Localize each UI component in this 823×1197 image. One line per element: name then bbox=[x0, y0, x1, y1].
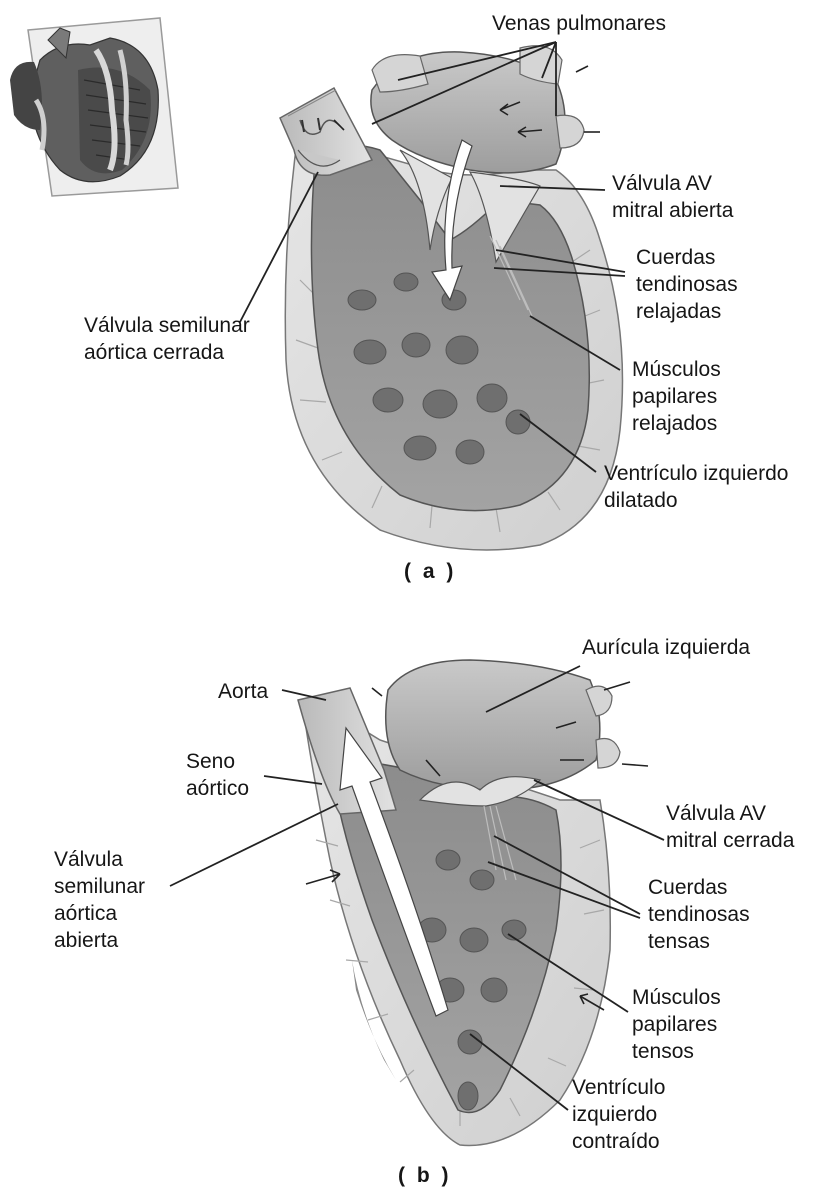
label-line: mitral abierta bbox=[612, 197, 733, 224]
label-line: tendinosas bbox=[648, 901, 750, 928]
label-line: tensas bbox=[648, 928, 750, 955]
label-line: papilares bbox=[632, 1011, 721, 1038]
label-line: abierta bbox=[54, 927, 145, 954]
label-line: relajados bbox=[632, 410, 721, 437]
label-auricula-izquierda: Aurícula izquierda bbox=[582, 634, 750, 661]
label-valvula-av-mitral-abierta: Válvula AV mitral abierta bbox=[612, 170, 733, 224]
label-line: Válvula bbox=[54, 846, 145, 873]
label-cuerdas-tendinosas-tensas: Cuerdas tendinosas tensas bbox=[648, 874, 750, 955]
label-line: Músculos bbox=[632, 984, 721, 1011]
label-musculos-papilares-tensos: Músculos papilares tensos bbox=[632, 984, 721, 1065]
thumbnail-heart-icon bbox=[10, 18, 178, 196]
label-line: Válvula AV bbox=[666, 800, 794, 827]
heart-b-illustration bbox=[298, 660, 648, 1145]
label-line: izquierdo bbox=[572, 1101, 665, 1128]
label-line: Músculos bbox=[632, 356, 721, 383]
label-line: aórtica bbox=[54, 900, 145, 927]
label-musculos-papilares-relajados: Músculos papilares relajados bbox=[632, 356, 721, 437]
heart-a-illustration bbox=[280, 46, 623, 550]
label-line: Aurícula izquierda bbox=[582, 634, 750, 661]
label-line: Cuerdas bbox=[636, 244, 738, 271]
label-seno-aortico: Seno aórtico bbox=[186, 748, 249, 802]
label-line: mitral cerrada bbox=[666, 827, 794, 854]
caption-b: ( b ) bbox=[398, 1164, 451, 1188]
label-cuerdas-tendinosas-relajadas: Cuerdas tendinosas relajadas bbox=[636, 244, 738, 325]
label-venas-pulmonares: Venas pulmonares bbox=[492, 10, 666, 37]
label-line: dilatado bbox=[604, 487, 788, 514]
label-line: Venas pulmonares bbox=[492, 10, 666, 37]
label-line: contraído bbox=[572, 1128, 665, 1155]
label-line: aórtico bbox=[186, 775, 249, 802]
label-ventriculo-izquierdo-dilatado: Ventrículo izquierdo dilatado bbox=[604, 460, 788, 514]
label-line: Válvula AV bbox=[612, 170, 733, 197]
label-line: relajadas bbox=[636, 298, 738, 325]
label-line: Aorta bbox=[218, 678, 268, 705]
label-line: Válvula semilunar bbox=[84, 312, 250, 339]
label-aorta: Aorta bbox=[218, 678, 268, 705]
label-line: semilunar bbox=[54, 873, 145, 900]
label-valvula-av-mitral-cerrada: Válvula AV mitral cerrada bbox=[666, 800, 794, 854]
label-line: aórtica cerrada bbox=[84, 339, 250, 366]
label-line: tendinosas bbox=[636, 271, 738, 298]
label-line: Cuerdas bbox=[648, 874, 750, 901]
caption-a: ( a ) bbox=[404, 560, 456, 584]
label-valvula-semilunar-aortica-abierta: Válvula semilunar aórtica abierta bbox=[54, 846, 145, 954]
label-line: tensos bbox=[632, 1038, 721, 1065]
label-line: Seno bbox=[186, 748, 249, 775]
label-line: papilares bbox=[632, 383, 721, 410]
label-line: Ventrículo bbox=[572, 1074, 665, 1101]
label-ventriculo-izquierdo-contraido: Ventrículo izquierdo contraído bbox=[572, 1074, 665, 1155]
label-valvula-semilunar-aortica-cerrada: Válvula semilunar aórtica cerrada bbox=[84, 312, 250, 366]
label-line: Ventrículo izquierdo bbox=[604, 460, 788, 487]
